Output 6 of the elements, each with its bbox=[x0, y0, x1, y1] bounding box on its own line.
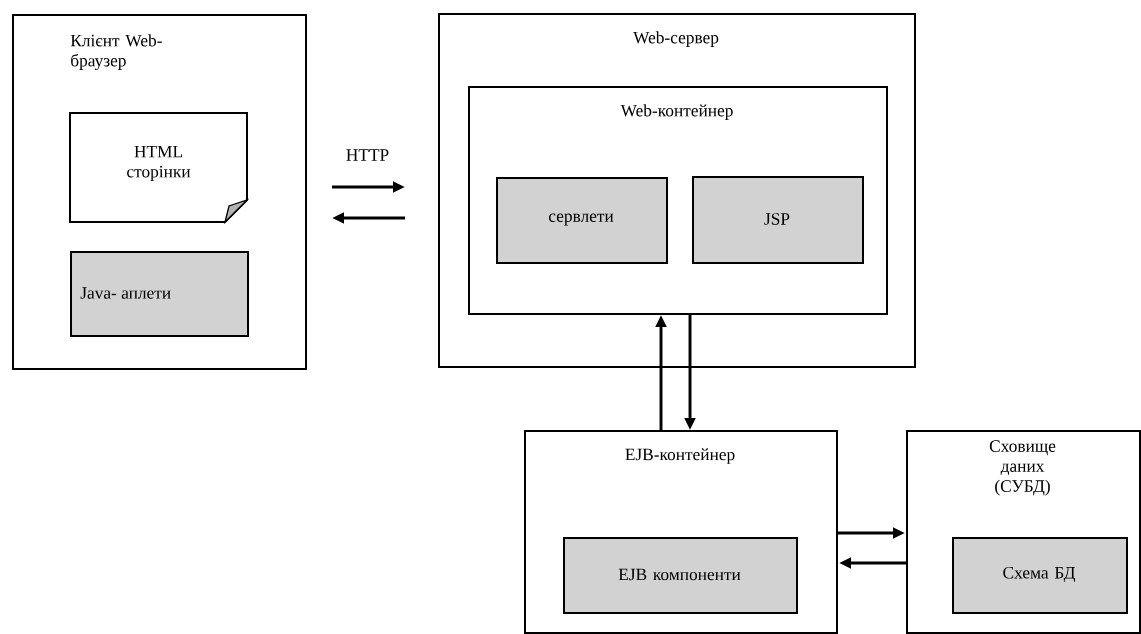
component-box: JSP bbox=[692, 176, 864, 264]
edge-label: HTTP bbox=[344, 148, 391, 162]
component-box: сервлети bbox=[496, 177, 668, 264]
component-box: EJB компоненти bbox=[563, 537, 798, 614]
component-box: Java- аплети bbox=[70, 251, 249, 337]
component-box: Схема БД bbox=[952, 537, 1128, 614]
